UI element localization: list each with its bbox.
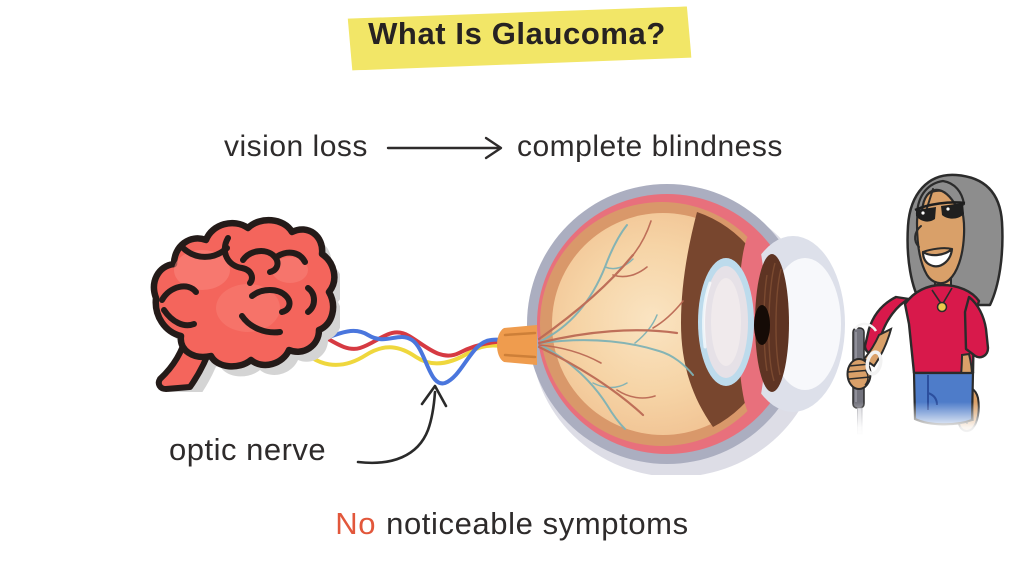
necklace xyxy=(931,287,953,313)
retinal-vessels xyxy=(537,220,694,430)
curved-arrow-icon xyxy=(356,384,448,465)
nerve-fiber-blue xyxy=(292,327,530,386)
symptoms-caption: No noticeable symptoms xyxy=(0,506,1024,542)
symptom-rest-text: noticeable symptoms xyxy=(386,506,689,541)
nose xyxy=(914,225,922,248)
complete-blindness-label: complete blindness xyxy=(517,130,783,163)
vision-loss-label: vision loss xyxy=(224,130,368,163)
gripping-hand xyxy=(846,358,872,390)
shirt-right-sleeve xyxy=(963,295,990,359)
bottom-fade xyxy=(838,402,1008,438)
blind-woman-illustration xyxy=(838,173,1008,438)
eye-iris xyxy=(755,254,789,392)
brain-folds xyxy=(159,235,317,336)
eye-cross-section-illustration xyxy=(497,184,845,475)
nerve-fiber-yellow xyxy=(294,341,530,367)
right-arrow-icon xyxy=(386,136,503,160)
brain-illustration xyxy=(150,217,340,392)
wrist-strap xyxy=(865,350,883,376)
smile xyxy=(921,247,954,268)
eye-lens xyxy=(698,258,754,386)
optic-nerve-label: optic nerve xyxy=(169,432,327,467)
page-title: What Is Glaucoma? xyxy=(368,16,666,51)
sunglasses-icon xyxy=(914,201,966,222)
optic-nerve-stub xyxy=(497,325,537,365)
optic-nerve-fibers-illustration xyxy=(288,327,530,386)
symptom-accent-word: No xyxy=(335,506,377,541)
eye-pupil xyxy=(754,305,770,345)
